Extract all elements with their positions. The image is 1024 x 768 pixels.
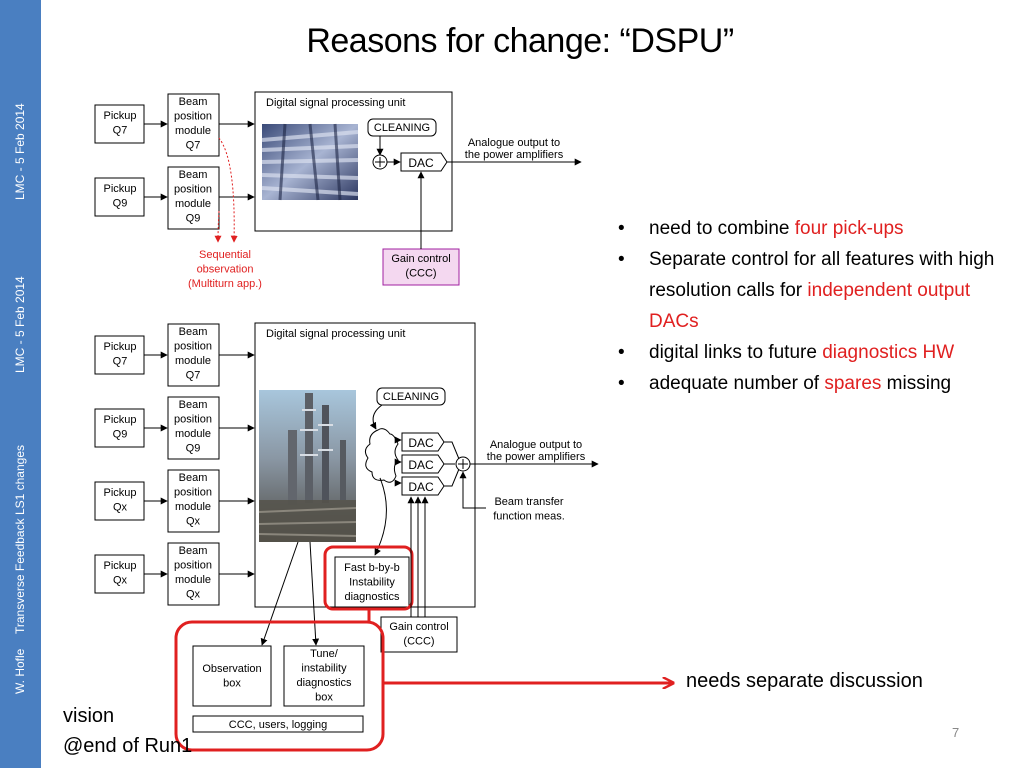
dspu-label: Digital signal processing unit [266,328,405,340]
reasons-list: need to combine four pick-ups Separate c… [618,213,1008,399]
vision-line: vision [63,705,115,727]
cleaning-box [367,118,437,137]
bullet-item: Separate control for all features with h… [618,244,1008,337]
gain-control-box [382,248,460,286]
dac-label: DAC [408,458,434,472]
cleaning-box [376,387,446,406]
diagnostics-highlight [174,620,385,752]
dac-box [401,432,445,452]
ccc-logging-box [192,715,364,733]
processing-cloud [364,428,399,483]
plant-photo [258,390,357,542]
fast-diagnostics-box [334,556,410,608]
vision-line: @end of Run1 [63,735,193,757]
beam-position-module [167,93,220,157]
bullet-item: need to combine four pick-ups [618,213,1008,244]
sidebar: W. Hofle Transverse Feedback LS1 changes… [0,0,41,768]
beam-position-module [167,166,220,230]
tune-diagnostics-box [283,645,365,707]
dac-label: DAC [408,436,434,450]
needs-discussion-text: needs separate discussion [686,670,923,692]
ccc-logging-label: CCC, users, logging [229,719,327,731]
gain-control-box [380,616,458,653]
dac-label: DAC [408,156,434,170]
vision-text: vision @end of Run1 [63,701,192,761]
pickup-box [94,481,145,521]
bullet-item: adequate number of spares missing [618,368,1008,399]
pipes-photo [261,123,359,201]
beam-position-module [167,469,220,533]
dspu-label: Digital signal processing unit [266,97,405,109]
beam-position-module [167,396,220,460]
gain-control-label: Gain control(CCC) [389,621,448,648]
pickup-box [94,335,145,375]
dac-box [401,476,445,496]
bullet-item: digital links to future diagnostics HW [618,337,1008,368]
pickup-box [94,177,145,217]
page-number: 7 [952,725,960,740]
gain-control-label: Gain control(CCC) [391,253,450,280]
dac-box [401,454,445,474]
dac-box [400,152,448,172]
cleaning-label: CLEANING [374,122,430,134]
pickup-box [94,408,145,448]
pickup-box [94,104,145,144]
slide-title: Reasons for change: “DSPU” [306,22,734,60]
observation-box [192,645,272,707]
beam-position-module [167,323,220,387]
dac-label: DAC [408,480,434,494]
cleaning-label: CLEANING [383,391,439,403]
beam-position-module [167,542,220,606]
